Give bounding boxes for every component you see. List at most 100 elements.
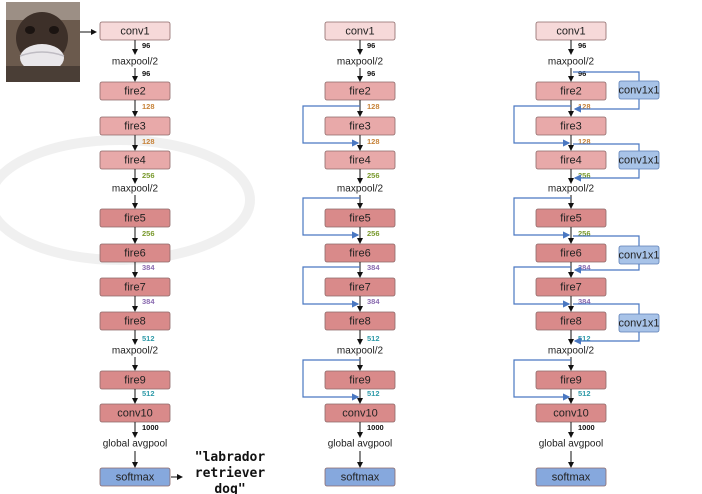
col1-softmax-box <box>99 467 171 487</box>
col3-softmax-box <box>535 467 607 487</box>
col3-bypass-out-fire8 <box>573 332 640 345</box>
col3-softmax-box-label: softmax <box>552 472 591 484</box>
col2-ch-512a: 512 <box>367 334 380 343</box>
col1-fire8-box-label: fire8 <box>124 316 145 328</box>
col3-bypass-out-fire4 <box>573 169 640 182</box>
col2-ch-512b: 512 <box>367 389 380 398</box>
col3-ch-96a: 96 <box>578 41 586 50</box>
col3-bypass-fire5 <box>513 197 571 239</box>
col2-fire5-box-label: fire5 <box>349 213 370 225</box>
col2-maxpool-2: maxpool/2 <box>337 184 384 195</box>
col3-fire4-box-label: fire4 <box>560 155 581 167</box>
col1-ch-384b: 384 <box>142 297 155 306</box>
col2-maxpool-3: maxpool/2 <box>337 346 384 357</box>
col2-bypass-fire5 <box>302 197 360 239</box>
col3-global-avgpool: global avgpool <box>539 439 604 450</box>
col2-fire2-box-label: fire2 <box>349 86 370 98</box>
col3-bypass-in-fire6 <box>573 235 640 246</box>
col3-fire8-box-label: fire8 <box>560 316 581 328</box>
col1-fire6-box-label: fire6 <box>124 248 145 260</box>
col2-ch-256b: 256 <box>367 229 380 238</box>
col2-ch-96b: 96 <box>367 69 375 78</box>
col3-fire6-box-label: fire6 <box>560 248 581 260</box>
col3-ch-96b: 96 <box>578 69 586 78</box>
col2-global-avgpool: global avgpool <box>328 439 393 450</box>
col1-conv1-box-label: conv1 <box>120 26 149 38</box>
col1-fire2-box-label: fire2 <box>124 86 145 98</box>
col2-softmax-box-label: softmax <box>341 472 380 484</box>
col1-ch-512a: 512 <box>142 334 155 343</box>
col2-ch-128a: 128 <box>367 102 380 111</box>
col3-bypass-in-fire4 <box>573 143 640 151</box>
col1-ch-384a: 384 <box>142 263 155 272</box>
col1-softmax-box-label: softmax <box>116 472 155 484</box>
col1-fire5-box-label: fire5 <box>124 213 145 225</box>
col1-fire3-box-label: fire3 <box>124 121 145 133</box>
col3-ch-512a: 512 <box>578 334 591 343</box>
col3-fire9-box-label: fire9 <box>560 375 581 387</box>
col1-ch-128a: 128 <box>142 102 155 111</box>
col2-fire7-box-label: fire7 <box>349 282 370 294</box>
col2-fire4-box-label: fire4 <box>349 155 370 167</box>
col2-conv1-box-label: conv1 <box>345 26 374 38</box>
col1-fire4-box-label: fire4 <box>124 155 145 167</box>
col3-bypass-out-fire6 <box>573 264 640 274</box>
diagram-layer: conv1 fire2 fire3 fire4 fire5 fire6 fire7 fire8… <box>99 21 660 494</box>
col2-bypass-fire3 <box>302 105 360 147</box>
col1-maxpool-2: maxpool/2 <box>112 184 159 195</box>
col1-ch-128b: 128 <box>142 137 155 146</box>
prediction-line-1: "labrador <box>195 450 266 465</box>
col3-bypass-fire9 <box>513 359 571 401</box>
col2-ch-1000: 1000 <box>367 423 384 432</box>
col3-ch-1000: 1000 <box>578 423 595 432</box>
col2-ch-384b: 384 <box>367 297 380 306</box>
col2-ch-384a: 384 <box>367 263 380 272</box>
col3-conv10-box-label: conv10 <box>553 408 588 420</box>
col3-fire5-box-label: fire5 <box>560 213 581 225</box>
col1-ch-96a: 96 <box>142 41 150 50</box>
col1-ch-512b: 512 <box>142 389 155 398</box>
col1-ch-1000: 1000 <box>142 423 159 432</box>
col3-ch-256b: 256 <box>578 229 591 238</box>
col3-ch-256a: 256 <box>578 171 591 180</box>
col2-fire3-box-label: fire3 <box>349 121 370 133</box>
prediction-line-2: retriever <box>195 466 266 481</box>
col2-bypass-fire9 <box>302 359 360 401</box>
col3-ch-128a: 128 <box>578 102 591 111</box>
col1-ch-256a: 256 <box>142 171 155 180</box>
col1-conv10-box-label: conv10 <box>117 408 152 420</box>
col2-fire8-box-label: fire8 <box>349 316 370 328</box>
col3-ch-512b: 512 <box>578 389 591 398</box>
col3-fire7-box-label: fire7 <box>560 282 581 294</box>
col2-bypass-fire7 <box>302 266 360 308</box>
col1-ch-96b: 96 <box>142 69 150 78</box>
col3-maxpool-1: maxpool/2 <box>548 57 595 68</box>
col1-maxpool-1: maxpool/2 <box>112 57 159 68</box>
col3-maxpool-3: maxpool/2 <box>548 346 595 357</box>
col2-softmax-box <box>324 467 396 487</box>
col1-global-avgpool: global avgpool <box>103 439 168 450</box>
col2-maxpool-1: maxpool/2 <box>337 57 384 68</box>
col1-maxpool-3: maxpool/2 <box>112 346 159 357</box>
input-image <box>6 2 80 82</box>
col2-fire9-box-label: fire9 <box>349 375 370 387</box>
col2-ch-256a: 256 <box>367 171 380 180</box>
col2-fire6-box-label: fire6 <box>349 248 370 260</box>
col3-conv1-box-label: conv1 <box>556 26 585 38</box>
col3-ch-384a: 384 <box>578 263 591 272</box>
col3-conv1x1-label-fire4: conv1x1 <box>619 155 660 167</box>
col3-conv1x1-label-fire8: conv1x1 <box>619 318 660 330</box>
col1-fire7-box-label: fire7 <box>124 282 145 294</box>
col3-maxpool-2: maxpool/2 <box>548 184 595 195</box>
col3-conv1x1-label-fire6: conv1x1 <box>619 250 660 262</box>
col3-ch-128b: 128 <box>578 137 591 146</box>
col1-fire9-box-label: fire9 <box>124 375 145 387</box>
col3-bypass-out-fire2 <box>573 99 640 113</box>
col3-bypass-in-fire8 <box>573 303 640 314</box>
col3-ch-384b: 384 <box>578 297 591 306</box>
col2-conv10-box-label: conv10 <box>342 408 377 420</box>
col2-ch-96a: 96 <box>367 41 375 50</box>
col2-ch-128b: 128 <box>367 137 380 146</box>
col1-ch-256b: 256 <box>142 229 155 238</box>
